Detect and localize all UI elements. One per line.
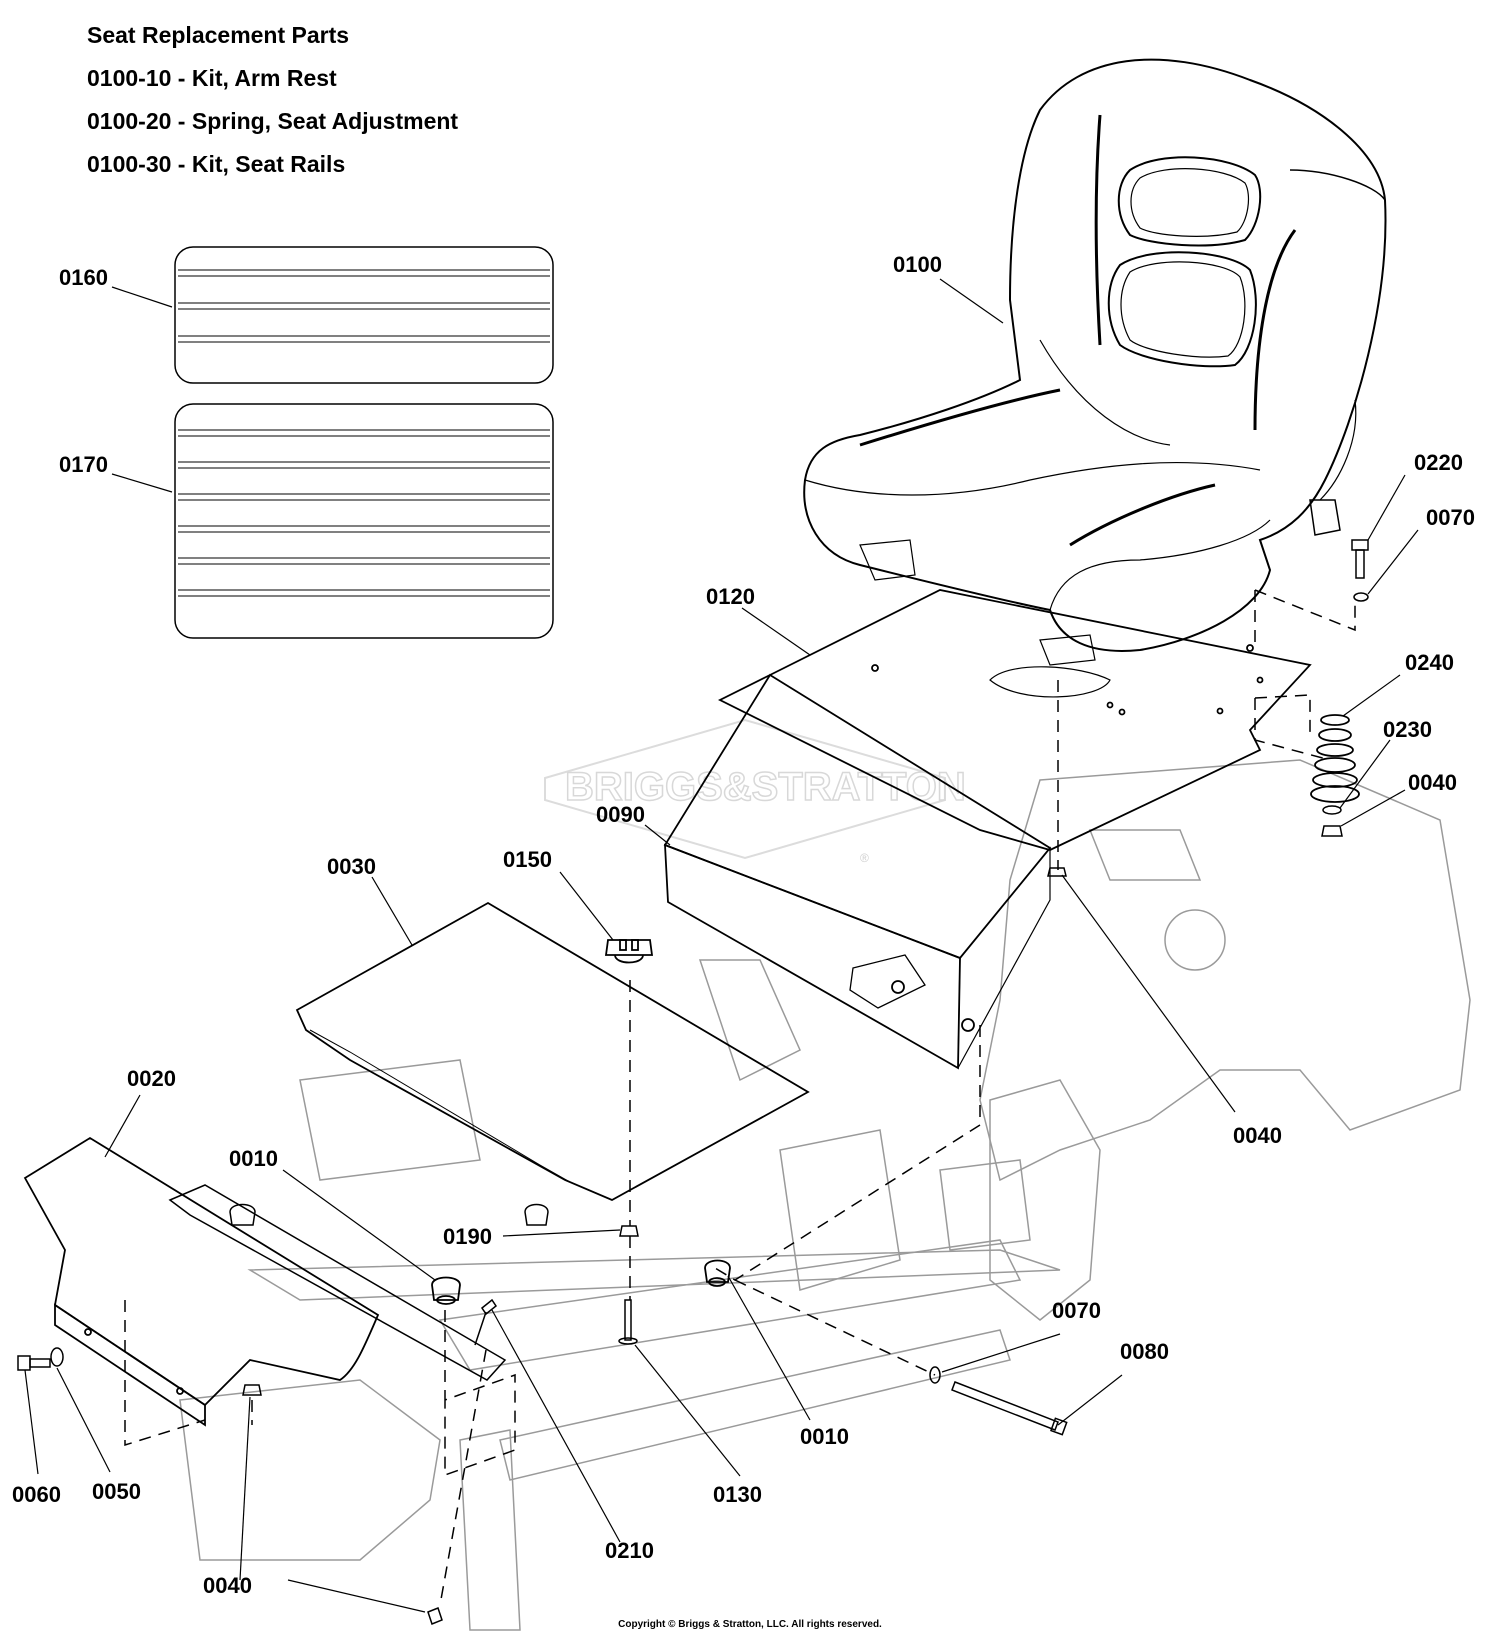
decal-large xyxy=(174,403,554,639)
screw-rear xyxy=(474,1298,498,1346)
label-screw: 0190 xyxy=(443,1224,492,1249)
label-knob: 0150 xyxy=(503,847,552,872)
decal-small xyxy=(174,246,554,384)
label-bolt-center: 0130 xyxy=(713,1482,762,1507)
label-pin: 0080 xyxy=(1120,1339,1169,1364)
floor-plate xyxy=(295,901,810,1201)
label-bumper-left: 0010 xyxy=(229,1146,278,1171)
label-rear-cover: 0020 xyxy=(127,1066,176,1091)
bumper-rear xyxy=(229,1203,549,1226)
knob xyxy=(604,939,654,964)
label-screw-rear: 0210 xyxy=(605,1538,654,1563)
screw xyxy=(619,1225,639,1237)
assembly-lines xyxy=(124,589,1356,1606)
header-title: Seat Replacement Parts xyxy=(87,22,350,48)
label-nut-spring: 0040 xyxy=(1408,770,1457,795)
nut-right xyxy=(1047,867,1067,877)
bolt-center xyxy=(618,1299,638,1345)
label-washer-top: 0070 xyxy=(1426,505,1475,530)
leader-lines xyxy=(24,278,1419,1613)
copyright-notice: Copyright © Briggs & Stratton, LLC. All … xyxy=(618,1619,882,1630)
bolt-top xyxy=(1351,539,1369,579)
label-seat-support: 0090 xyxy=(596,802,645,827)
label-seat: 0100 xyxy=(893,252,942,277)
washer-left xyxy=(50,1347,64,1367)
watermark-registered: ® xyxy=(860,851,869,865)
label-nut-bottom: 0040 xyxy=(203,1573,252,1598)
watermark-text: BRIGGS&STRATTON xyxy=(565,765,966,809)
label-washer-spring: 0230 xyxy=(1383,717,1432,742)
label-washer-left: 0050 xyxy=(92,1479,141,1504)
seat-support xyxy=(663,673,1052,1070)
label-decal-small: 0160 xyxy=(59,265,108,290)
bumper-left xyxy=(431,1276,461,1305)
label-bumper-right: 0010 xyxy=(800,1424,849,1449)
header-line-spring: 0100-20 - Spring, Seat Adjustment xyxy=(87,108,459,134)
header-line-arm-rest: 0100-10 - Kit, Arm Rest xyxy=(87,65,337,91)
washer-spring xyxy=(1322,805,1342,815)
label-spring: 0240 xyxy=(1405,650,1454,675)
label-decal-large: 0170 xyxy=(59,452,108,477)
seat-pan xyxy=(717,589,1312,851)
label-washer-pin: 0070 xyxy=(1052,1298,1101,1323)
bumper-right xyxy=(704,1259,731,1287)
label-bolt-top: 0220 xyxy=(1414,450,1463,475)
pin xyxy=(951,1381,1068,1436)
seat xyxy=(803,58,1387,666)
label-seat-pan: 0120 xyxy=(706,584,755,609)
label-floor-plate: 0030 xyxy=(327,854,376,879)
label-bolt-left: 0060 xyxy=(12,1482,61,1507)
spring xyxy=(1310,714,1360,803)
nut-bottom xyxy=(242,1384,443,1625)
brand-watermark: BRIGGS&STRATTON ® xyxy=(544,718,967,865)
nut-spring xyxy=(1321,825,1343,837)
tractor-frame xyxy=(179,759,1471,1631)
bolt-left xyxy=(17,1355,51,1371)
rear-cover xyxy=(23,1136,507,1427)
header-line-seat-rails: 0100-30 - Kit, Seat Rails xyxy=(87,151,346,177)
washer-pin xyxy=(929,1366,941,1384)
callout-labels: 0160 0170 0100 0120 0220 0070 0240 0230 … xyxy=(12,252,1475,1598)
label-nut-right: 0040 xyxy=(1233,1123,1282,1148)
washer-top xyxy=(1353,592,1369,602)
